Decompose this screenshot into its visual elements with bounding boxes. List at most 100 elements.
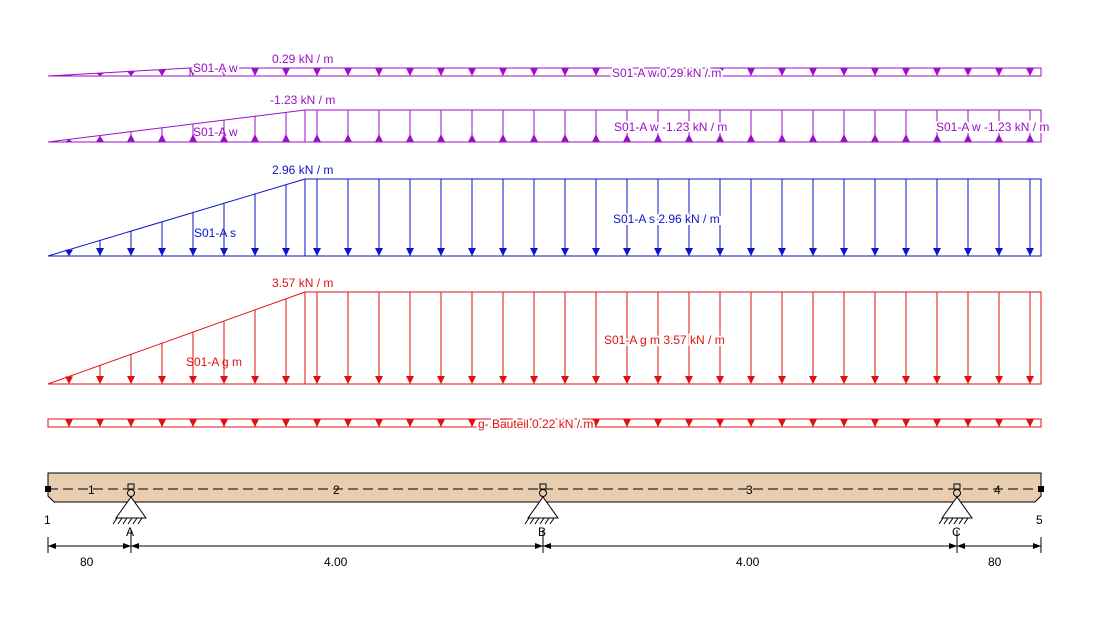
load-arrow (654, 110, 662, 142)
load-arrow (406, 68, 414, 76)
load-arrow (840, 68, 848, 76)
load-arrow (344, 110, 352, 142)
load-arrow (685, 110, 693, 142)
load-arrow (468, 110, 476, 142)
load-arrow (189, 419, 197, 427)
load-arrow (716, 179, 724, 256)
beam[interactable]: 1 2 3 4 1 5 (44, 472, 1044, 527)
load-arrow (561, 110, 569, 142)
load-outline (47, 291, 1042, 385)
load-value-label: 2.96 kN / m (272, 163, 333, 177)
load-arrow (189, 123, 197, 142)
load-arrow (840, 419, 848, 427)
load-arrow (809, 110, 817, 142)
load-arrow (778, 179, 786, 256)
load-arrow (871, 292, 879, 384)
load-arrow (995, 179, 1003, 256)
load-arrow (716, 292, 724, 384)
load-arrow (902, 110, 910, 142)
load-arrow (344, 292, 352, 384)
load-arrow (933, 179, 941, 256)
load-arrow (871, 419, 879, 427)
dimension-label: 4.00 (324, 555, 348, 569)
load-arrow (685, 179, 693, 256)
load-outline (47, 109, 1042, 143)
load-arrow (251, 419, 259, 427)
support-B[interactable]: B (524, 483, 559, 539)
load-arrow (127, 131, 135, 142)
load-arrow (840, 179, 848, 256)
load-arrow (127, 231, 135, 256)
load-arrow (282, 112, 290, 142)
load-arrow (499, 110, 507, 142)
support-A[interactable]: A (112, 483, 147, 539)
load-arrow (406, 419, 414, 427)
load-arrow (964, 292, 972, 384)
load-arrow (840, 292, 848, 384)
load-arrow (499, 179, 507, 256)
node-marker (45, 486, 51, 492)
load-arrow (716, 68, 724, 76)
load-arrow (561, 68, 569, 76)
load-arrow (623, 110, 631, 142)
load-arrow (189, 212, 197, 256)
load-arrow (313, 110, 321, 142)
load-case-label: S01-A w 0.29 kN / m (612, 66, 721, 80)
load-arrow (747, 419, 755, 427)
load-arrow (251, 116, 259, 142)
load-arrow (902, 179, 910, 256)
load-arrow (995, 419, 1003, 427)
load-arrow (778, 419, 786, 427)
load-arrow (127, 419, 135, 427)
load-arrow (654, 292, 662, 384)
load-outline (47, 178, 1042, 257)
load-arrow (375, 179, 383, 256)
load-arrow (623, 419, 631, 427)
load-case-label: S01-A w -1.23 kN / m (936, 120, 1049, 134)
load-arrow (530, 292, 538, 384)
beam-body[interactable] (47, 472, 1042, 503)
load-arrow (375, 292, 383, 384)
load-arrow (96, 419, 104, 427)
load-arrow (96, 365, 104, 384)
load-arrow (995, 110, 1003, 142)
load-arrow (592, 68, 600, 76)
load-arrow (96, 135, 104, 142)
load-arrow (468, 292, 476, 384)
load-arrow (65, 376, 73, 384)
load-arrow (220, 203, 228, 256)
load-arrow (437, 110, 445, 142)
dimension-label: 4.00 (736, 555, 760, 569)
node-label: 5 (1036, 513, 1043, 527)
load-arrow (592, 292, 600, 384)
span-label: 4 (994, 483, 1001, 497)
load-arrow (1026, 292, 1034, 384)
load-arrow (809, 68, 817, 76)
load-arrow (65, 249, 73, 256)
load-arrow (592, 419, 600, 427)
load-case-label: S01-A s (194, 226, 236, 240)
load-arrow (964, 179, 972, 256)
load-arrow (561, 179, 569, 256)
dimension-label: 80 (988, 555, 1002, 569)
span-label: 1 (88, 483, 95, 497)
load-arrow (127, 71, 135, 76)
load-arrow (406, 110, 414, 142)
load-arrow (871, 110, 879, 142)
load-arrow (313, 292, 321, 384)
load-case-label: S01-A g m (186, 355, 242, 369)
load-arrow (282, 419, 290, 427)
load-outline (47, 418, 1042, 428)
load-arrow (437, 419, 445, 427)
load-arrow (778, 110, 786, 142)
load-self-weight[interactable]: g- Bauteil 0.22 kN / m (47, 415, 1042, 433)
load-arrow (406, 292, 414, 384)
load-arrow (1026, 419, 1034, 427)
load-arrow (96, 240, 104, 256)
load-arrow (158, 69, 166, 76)
